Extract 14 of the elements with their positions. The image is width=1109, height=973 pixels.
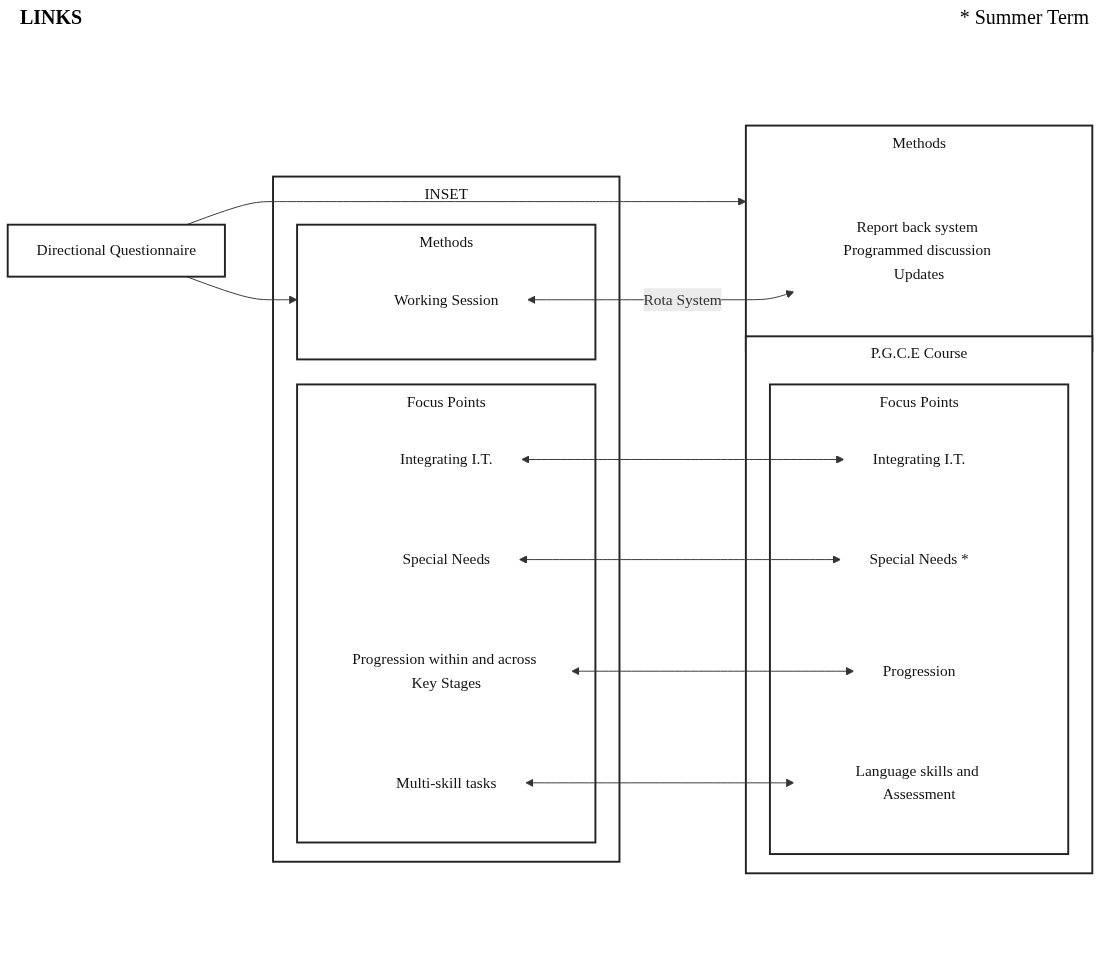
node-text: Integrating I.T. xyxy=(400,450,493,468)
node-text: Special Needs xyxy=(402,550,491,568)
heading-label: LINKS xyxy=(20,6,83,29)
node-text: Multi-skill tasks xyxy=(395,774,497,791)
node-text: Special Needs * xyxy=(869,550,969,568)
footnote: * Summer Term xyxy=(959,6,1089,29)
node-text: Integrating I.T. xyxy=(872,450,966,468)
node-box: Directional Questionnaire xyxy=(6,223,226,278)
node-text: Progression within and across Key Stages xyxy=(352,651,537,691)
node-text: Working Session xyxy=(394,291,499,308)
node-text: Report back system Programmed discussion Updates xyxy=(843,218,991,282)
edge-label: Rota System xyxy=(643,291,722,308)
node-text: Language skills and Assessment xyxy=(855,762,979,803)
node-text: Progression xyxy=(882,662,956,679)
